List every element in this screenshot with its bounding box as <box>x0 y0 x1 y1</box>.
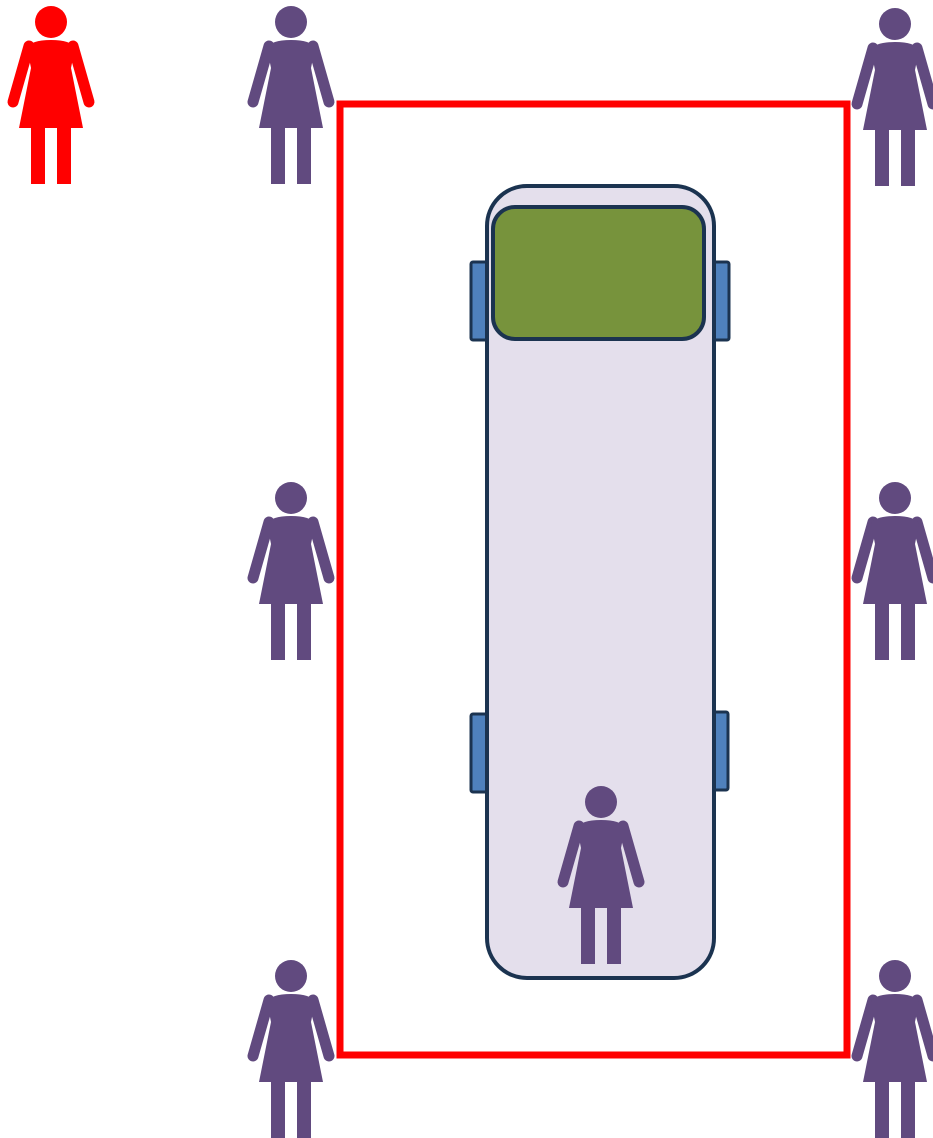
zone-boundary <box>336 100 851 1059</box>
woman-icon-left-bottom <box>253 960 329 1138</box>
woman-icon-left-top <box>253 6 329 184</box>
woman-icon-left-middle <box>253 482 329 660</box>
highlighted-woman-icon <box>13 6 89 184</box>
woman-icon-right-top <box>857 8 933 186</box>
bus-icon <box>469 184 731 980</box>
marker-rear-left <box>469 712 489 794</box>
bus-windshield <box>491 205 706 341</box>
woman-icon-right-middle <box>857 482 933 660</box>
mirror-front-left <box>469 260 489 342</box>
woman-icon-right-bottom <box>857 960 933 1138</box>
bus-body <box>485 184 716 980</box>
